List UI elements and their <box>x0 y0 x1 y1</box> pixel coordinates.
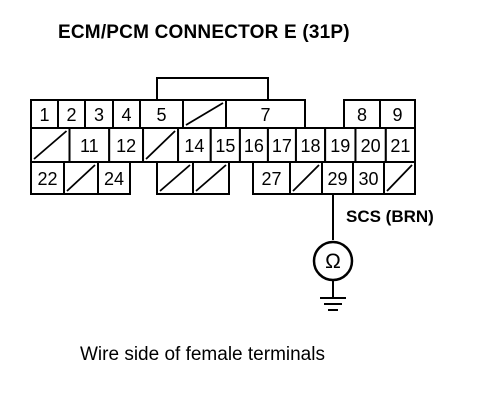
terminal-number: 2 <box>66 105 76 125</box>
terminal-number: 20 <box>361 136 381 156</box>
unused-slash <box>66 164 96 192</box>
terminal-7: 7 <box>225 99 306 129</box>
terminal-number: 15 <box>215 136 235 156</box>
terminal-number: 21 <box>390 136 410 156</box>
terminal-unused <box>383 161 416 195</box>
terminal-number: 14 <box>184 136 204 156</box>
terminal-21: 21 <box>384 127 417 163</box>
terminal-2: 2 <box>57 99 86 129</box>
unused-slash <box>33 130 68 160</box>
terminal-number: 7 <box>260 105 270 125</box>
terminal-9: 9 <box>379 99 416 129</box>
ohm-symbol: Ω <box>325 250 341 273</box>
unused-slash <box>292 164 320 192</box>
terminal-12: 12 <box>108 127 145 163</box>
diagram-caption: Wire side of female terminals <box>80 344 325 365</box>
terminal-24: 24 <box>97 161 131 195</box>
terminal-unused <box>156 161 194 195</box>
terminal-15: 15 <box>209 127 241 163</box>
connector-outline <box>30 77 416 195</box>
terminal-29: 29 <box>321 161 354 195</box>
terminal-unused <box>289 161 323 195</box>
terminal-16: 16 <box>238 127 269 163</box>
terminal-unused <box>30 127 71 163</box>
terminal-number: 9 <box>392 105 402 125</box>
terminal-11: 11 <box>68 127 111 163</box>
terminal-number: 22 <box>37 169 57 189</box>
terminal-number: 5 <box>156 105 166 125</box>
terminal-14: 14 <box>177 127 212 163</box>
terminal-22: 22 <box>30 161 65 195</box>
terminal-27: 27 <box>252 161 291 195</box>
connector-title: ECM/PCM CONNECTOR E (31P) <box>58 22 350 43</box>
terminal-number: 27 <box>261 169 281 189</box>
terminal-number: 19 <box>330 136 350 156</box>
terminal-5: 5 <box>139 99 184 129</box>
terminal-number: 8 <box>357 105 367 125</box>
terminal-number: 24 <box>104 169 124 189</box>
terminal-unused <box>192 161 230 195</box>
terminal-number: 12 <box>116 136 136 156</box>
terminal-number: 4 <box>121 105 131 125</box>
terminal-3: 3 <box>84 99 114 129</box>
terminal-number: 17 <box>272 136 292 156</box>
terminal-4: 4 <box>112 99 141 129</box>
terminal-unused <box>142 127 180 163</box>
terminal-number: 30 <box>358 169 378 189</box>
unused-slash <box>185 102 224 126</box>
terminal-number: 3 <box>94 105 104 125</box>
unused-slash <box>386 164 413 192</box>
terminal-number: 16 <box>244 136 264 156</box>
terminal-number: 11 <box>80 136 99 156</box>
terminal-number: 18 <box>301 136 321 156</box>
terminal-unused <box>182 99 227 129</box>
terminal-20: 20 <box>354 127 387 163</box>
terminal-8: 8 <box>343 99 381 129</box>
connector-body <box>30 77 416 195</box>
unused-slash <box>159 164 191 192</box>
terminal-17: 17 <box>266 127 297 163</box>
terminal-unused <box>63 161 99 195</box>
terminal-number: 1 <box>39 105 49 125</box>
ohmmeter: Ω <box>312 194 354 311</box>
unused-slash <box>145 130 176 160</box>
terminal-19: 19 <box>324 127 357 163</box>
terminal-number: 29 <box>327 169 347 189</box>
unused-slash <box>195 164 227 192</box>
terminal-1: 1 <box>30 99 59 129</box>
terminal-18: 18 <box>294 127 327 163</box>
scs-wire-label: SCS (BRN) <box>346 207 434 226</box>
ground-icon <box>320 297 346 311</box>
terminal-30: 30 <box>352 161 385 195</box>
